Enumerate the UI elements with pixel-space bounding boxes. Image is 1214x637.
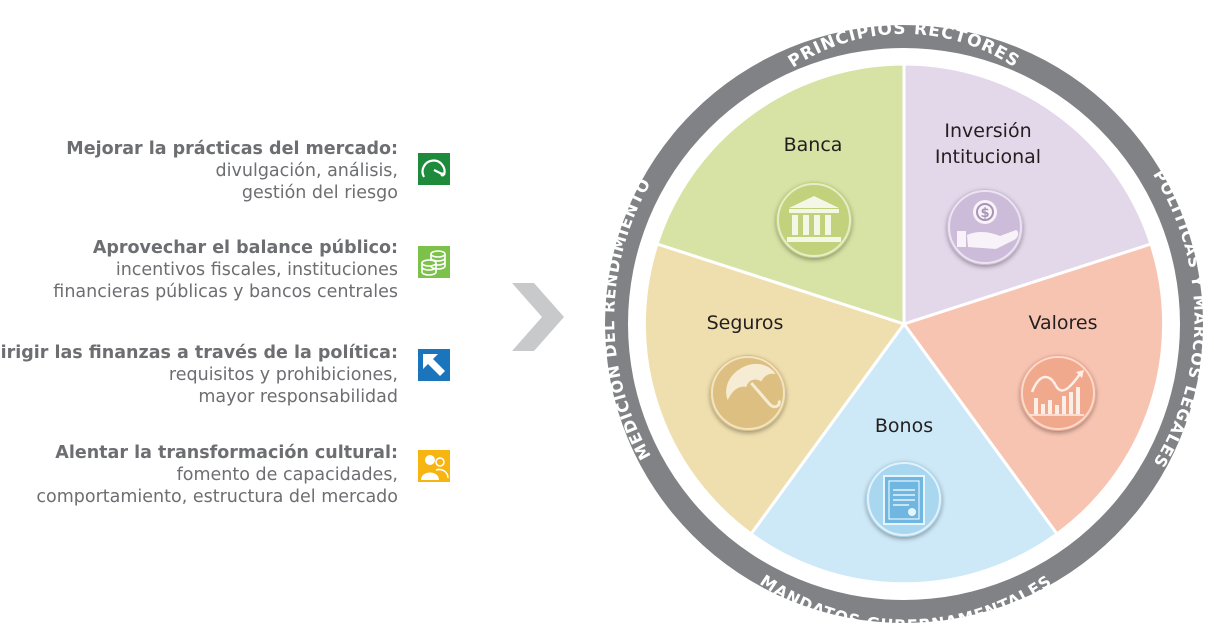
bank-icon	[776, 182, 852, 258]
coins-icon	[418, 246, 450, 278]
certificate-icon	[866, 461, 942, 537]
segment-label: Intitucional	[935, 146, 1041, 168]
item-text: gestión del riesgo	[241, 183, 398, 203]
hand-coin-icon: $	[947, 189, 1023, 265]
list-item: Dirigir las finanzas a través de la polí…	[0, 342, 398, 408]
segment-label: Bonos	[875, 415, 933, 437]
gauge-icon	[418, 153, 450, 185]
segment-label: Seguros	[707, 312, 784, 334]
item-text: fomento de capacidades,	[176, 465, 398, 485]
chevron-right-icon	[512, 283, 564, 351]
direction-arrow-icon	[418, 349, 450, 381]
list-item: Alentar la transformación cultural: fome…	[0, 442, 398, 508]
item-title: Dirigir las finanzas a través de la polí…	[0, 343, 398, 363]
segment-label: Inversión	[944, 120, 1031, 142]
list-item: Aprovechar el balance público: incentivo…	[0, 237, 398, 303]
item-title: Mejorar la prácticas del mercado:	[66, 139, 398, 159]
svg-text:$: $	[980, 206, 989, 221]
item-text: mayor responsabilidad	[198, 387, 398, 407]
segment-banca	[655, 64, 906, 327]
people-icon	[418, 450, 450, 482]
segment-label: Valores	[1028, 312, 1097, 334]
segment-bonos	[748, 321, 1060, 584]
list-item: Mejorar la prácticas del mercado: divulg…	[0, 138, 398, 204]
item-text: requisitos y prohibiciones,	[168, 365, 398, 385]
item-text: divulgación, análisis,	[215, 161, 398, 181]
item-text: comportamiento, estructura del mercado	[36, 487, 398, 507]
item-text: financieras públicas y bancos centrales	[53, 282, 398, 302]
segment-label: Banca	[784, 134, 843, 156]
umbrella-icon	[710, 355, 786, 431]
item-title: Aprovechar el balance público:	[92, 238, 398, 258]
item-title: Alentar la transformación cultural:	[55, 443, 398, 463]
item-text: incentivos fiscales, instituciones	[115, 260, 398, 280]
strategy-list: Mejorar la prácticas del mercado: divulg…	[0, 0, 480, 637]
growth-chart-icon	[1020, 355, 1096, 431]
